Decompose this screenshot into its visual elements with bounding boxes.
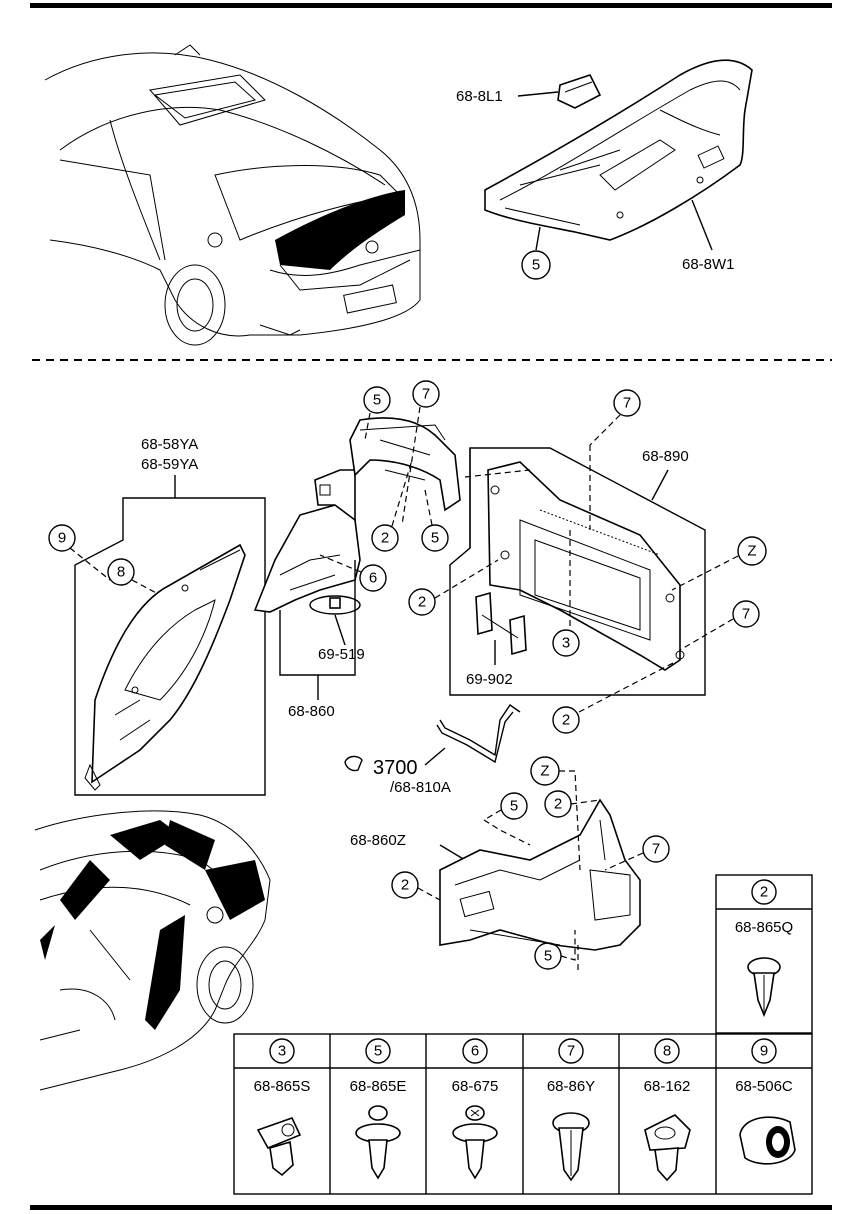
rod-3700-illustration xyxy=(436,704,521,764)
part-label-68-8l1: 68-8L1 xyxy=(456,88,503,105)
bracket-69-902-illustration xyxy=(475,591,527,656)
trunk-lid-trim-part xyxy=(484,59,753,241)
part-label-69-902: 69-902 xyxy=(466,671,513,688)
legend-number: 2 xyxy=(760,884,768,901)
legend-code: 68-162 xyxy=(644,1078,691,1095)
trunk-end-trim-68-890-illustration xyxy=(487,461,685,671)
tailgate-trim-highlight xyxy=(275,190,405,270)
callout-number: 5 xyxy=(373,392,381,409)
callout-number: 2 xyxy=(401,877,409,894)
callout-number: 8 xyxy=(117,564,125,581)
clip-68-8l1-illustration xyxy=(557,74,602,109)
callout-number: 2 xyxy=(554,796,562,813)
legend-number: 6 xyxy=(471,1043,479,1060)
callout-number: 7 xyxy=(623,395,631,412)
callout-number: 2 xyxy=(418,594,426,611)
callout-number: 2 xyxy=(381,530,389,547)
legend-number: 3 xyxy=(278,1043,286,1060)
callout-number: Z xyxy=(540,763,549,780)
callout-number: 7 xyxy=(422,386,430,403)
callout-number: 2 xyxy=(562,712,570,729)
top-border xyxy=(30,3,832,8)
car-rear-illustration xyxy=(44,44,421,346)
callout-number: 5 xyxy=(510,798,518,815)
part-label-68-58ya: 68-58YA xyxy=(141,436,198,453)
quarter-trim-left-illustration xyxy=(84,543,246,791)
legend-code: 68-865Q xyxy=(735,919,793,936)
upper-bracket-illustration xyxy=(349,417,461,512)
part-label-68-59ya: 68-59YA xyxy=(141,456,198,473)
callout-number: 5 xyxy=(431,530,439,547)
legend-code: 68-86Y xyxy=(547,1078,595,1095)
callout-number: Z xyxy=(747,543,756,560)
callout-number: 6 xyxy=(369,570,377,587)
clip-68-865q-icon xyxy=(747,957,781,1018)
part-label-68-860z: 68-860Z xyxy=(350,832,406,849)
part-label-69-519: 69-519 xyxy=(318,646,365,663)
legend-number: 7 xyxy=(567,1043,575,1060)
legend-number: 8 xyxy=(663,1043,671,1060)
callout-number: 7 xyxy=(652,841,660,858)
part-label-68-8w1: 68-8W1 xyxy=(682,256,735,273)
legend-number: 9 xyxy=(760,1043,768,1060)
callout-number: 7 xyxy=(742,606,750,623)
side-trim-68-860z-illustration xyxy=(439,798,641,951)
clip-68-162-icon xyxy=(644,1114,691,1182)
legend-number: 5 xyxy=(374,1043,382,1060)
clip-68-86y-icon xyxy=(552,1112,590,1182)
car-side-illustration xyxy=(34,810,271,1091)
legend-code: 68-675 xyxy=(452,1078,499,1095)
callout-number: 9 xyxy=(58,530,66,547)
part-label-68-860: 68-860 xyxy=(288,703,335,720)
part-label-68-810a: /68-810A xyxy=(390,779,451,796)
callout-number: 5 xyxy=(532,257,540,274)
legend-code: 68-865S xyxy=(254,1078,311,1095)
clip-68-675-icon xyxy=(452,1105,498,1180)
clip-68-865e-icon xyxy=(355,1105,401,1180)
part-label-68-890: 68-890 xyxy=(642,448,689,465)
side-trim-68-860-illustration xyxy=(253,469,361,613)
part-label-3700: 3700 xyxy=(373,757,418,779)
clip-68-865s-icon xyxy=(256,1117,302,1177)
callout-circle xyxy=(521,250,551,280)
callout-number: 3 xyxy=(562,635,570,652)
bottom-border xyxy=(30,1205,832,1210)
hook-69-519-illustration xyxy=(309,595,361,615)
legend-code: 68-865E xyxy=(350,1078,407,1095)
grommet-68-506c-icon xyxy=(739,1116,796,1165)
fastener-legend: 2 68-865Q 3 68-865S 5 68-865E xyxy=(233,874,813,1195)
callout-number: 5 xyxy=(544,948,552,965)
legend-code: 68-506C xyxy=(735,1078,793,1095)
